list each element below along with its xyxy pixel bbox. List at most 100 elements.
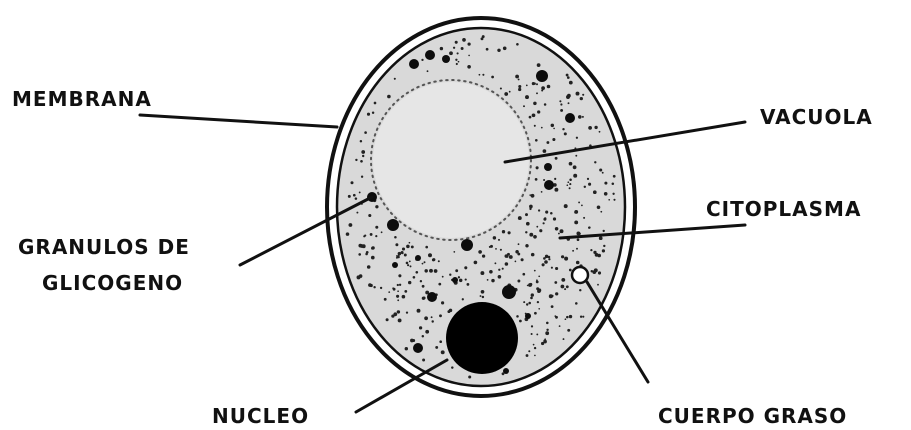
cytoplasm-speckle	[468, 43, 471, 46]
cytoplasm-speckle	[546, 322, 549, 325]
cytoplasm-speckle	[528, 350, 530, 352]
cytoplasm-speckle	[417, 309, 421, 313]
cytoplasm-speckle	[458, 61, 460, 63]
cytoplasm-speckle	[415, 271, 418, 274]
cytoplasm-speckle	[388, 291, 390, 293]
cytoplasm-speckle	[560, 229, 564, 233]
cytoplasm-speckle	[594, 161, 596, 163]
cytoplasm-speckle	[563, 338, 565, 340]
cytoplasm-speckle	[358, 253, 361, 256]
cytoplasm-speckle	[561, 278, 565, 282]
cytoplasm-speckle	[545, 255, 549, 259]
cytoplasm-speckle	[406, 245, 410, 249]
cytoplasm-speckle	[397, 256, 400, 259]
cytoplasm-speckle	[564, 132, 567, 135]
cytoplasm-speckle	[579, 289, 581, 291]
cytoplasm-speckle	[612, 183, 615, 186]
cytoplasm-speckle	[384, 298, 387, 301]
cytoplasm-speckle	[402, 247, 405, 250]
cytoplasm-speckle	[370, 233, 373, 236]
cytoplasm-speckle	[536, 92, 538, 94]
cytoplasm-speckle	[425, 246, 428, 249]
cytoplasm-speckle	[479, 74, 481, 76]
cytoplasm-speckle	[421, 59, 423, 61]
cytoplasm-speckle	[397, 310, 400, 313]
cytoplasm-speckle	[364, 131, 367, 134]
cytoplasm-speckle	[397, 299, 399, 301]
glycogen-granule	[461, 239, 473, 251]
cytoplasm-speckle	[534, 355, 536, 357]
cytoplasm-speckle	[533, 235, 537, 239]
cytoplasm-speckle	[553, 128, 555, 130]
cytoplasm-speckle	[419, 326, 422, 329]
cytoplasm-speckle	[541, 191, 543, 193]
cytoplasm-speckle	[591, 270, 593, 272]
cytoplasm-speckle	[529, 208, 531, 210]
cytoplasm-speckle	[531, 293, 534, 296]
cytoplasm-speckle	[397, 284, 399, 286]
fat-body	[572, 267, 588, 283]
cytoplasm-speckle	[495, 248, 497, 250]
cytoplasm-speckle	[424, 269, 427, 272]
cytoplasm-speckle	[551, 124, 554, 127]
cytoplasm-speckle	[599, 131, 601, 133]
cytoplasm-speckle	[442, 276, 444, 278]
cytoplasm-speckle	[364, 235, 366, 237]
cytoplasm-speckle	[534, 347, 536, 349]
cytoplasm-speckle	[529, 283, 532, 286]
cytoplasm-speckle	[537, 301, 539, 303]
cytoplasm-speckle	[559, 100, 561, 102]
cytoplasm-speckle	[593, 190, 597, 194]
cytoplasm-speckle	[480, 295, 482, 297]
cytoplasm-speckle	[431, 320, 433, 322]
cytoplasm-speckle	[597, 254, 601, 258]
cytoplasm-speckle	[360, 140, 362, 142]
cytoplasm-speckle	[529, 233, 533, 237]
cytoplasm-speckle	[608, 199, 610, 201]
cytoplasm-speckle	[350, 181, 353, 184]
glycogen-granule	[427, 292, 437, 302]
cytoplasm-speckle	[603, 230, 605, 232]
cytoplasm-speckle	[449, 309, 453, 313]
cytoplasm-speckle	[604, 192, 608, 196]
cytoplasm-speckle	[356, 212, 358, 214]
cytoplasm-speckle	[497, 49, 500, 52]
cytoplasm-speckle	[453, 47, 455, 49]
cytoplasm-speckle	[599, 168, 602, 171]
cytoplasm-speckle	[398, 252, 402, 256]
cytoplasm-speckle	[491, 76, 494, 79]
cytoplasm-speckle	[535, 139, 538, 142]
cytoplasm-speckle	[554, 178, 556, 180]
cytoplasm-speckle	[508, 231, 511, 234]
cytoplasm-speckle	[386, 318, 389, 321]
cytoplasm-speckle	[348, 195, 351, 198]
cytoplasm-speckle	[480, 271, 484, 275]
cytoplasm-speckle	[462, 38, 466, 42]
cytoplasm-speckle	[599, 236, 603, 240]
cytoplasm-speckle	[451, 366, 453, 368]
cytoplasm-speckle	[449, 274, 451, 276]
cytoplasm-speckle	[569, 183, 571, 185]
cytoplasm-speckle	[527, 285, 529, 287]
cytoplasm-speckle	[441, 301, 444, 304]
cytoplasm-speckle	[518, 85, 521, 88]
glycogen-granule	[565, 113, 575, 123]
cytoplasm-speckle	[438, 260, 440, 262]
cytoplasm-speckle	[566, 316, 569, 319]
cytoplasm-speckle	[431, 316, 433, 318]
cytoplasm-speckle	[550, 212, 553, 215]
cytoplasm-speckle	[396, 295, 399, 298]
cytoplasm-speckle	[365, 253, 368, 256]
cytoplasm-speckle	[534, 125, 536, 127]
cytoplasm-speckle	[523, 105, 525, 107]
cytoplasm-speckle	[455, 269, 458, 272]
cytoplasm-speckle	[534, 270, 536, 272]
cytoplasm-speckle	[555, 227, 559, 231]
cytoplasm-speckle	[529, 116, 532, 119]
cytoplasm-speckle	[502, 230, 505, 233]
cytoplasm-speckle	[572, 250, 574, 252]
cytoplasm-speckle	[507, 253, 510, 256]
glycogen-granule	[425, 50, 435, 60]
cytoplasm-speckle	[410, 265, 412, 267]
cytoplasm-speckle	[465, 279, 467, 281]
